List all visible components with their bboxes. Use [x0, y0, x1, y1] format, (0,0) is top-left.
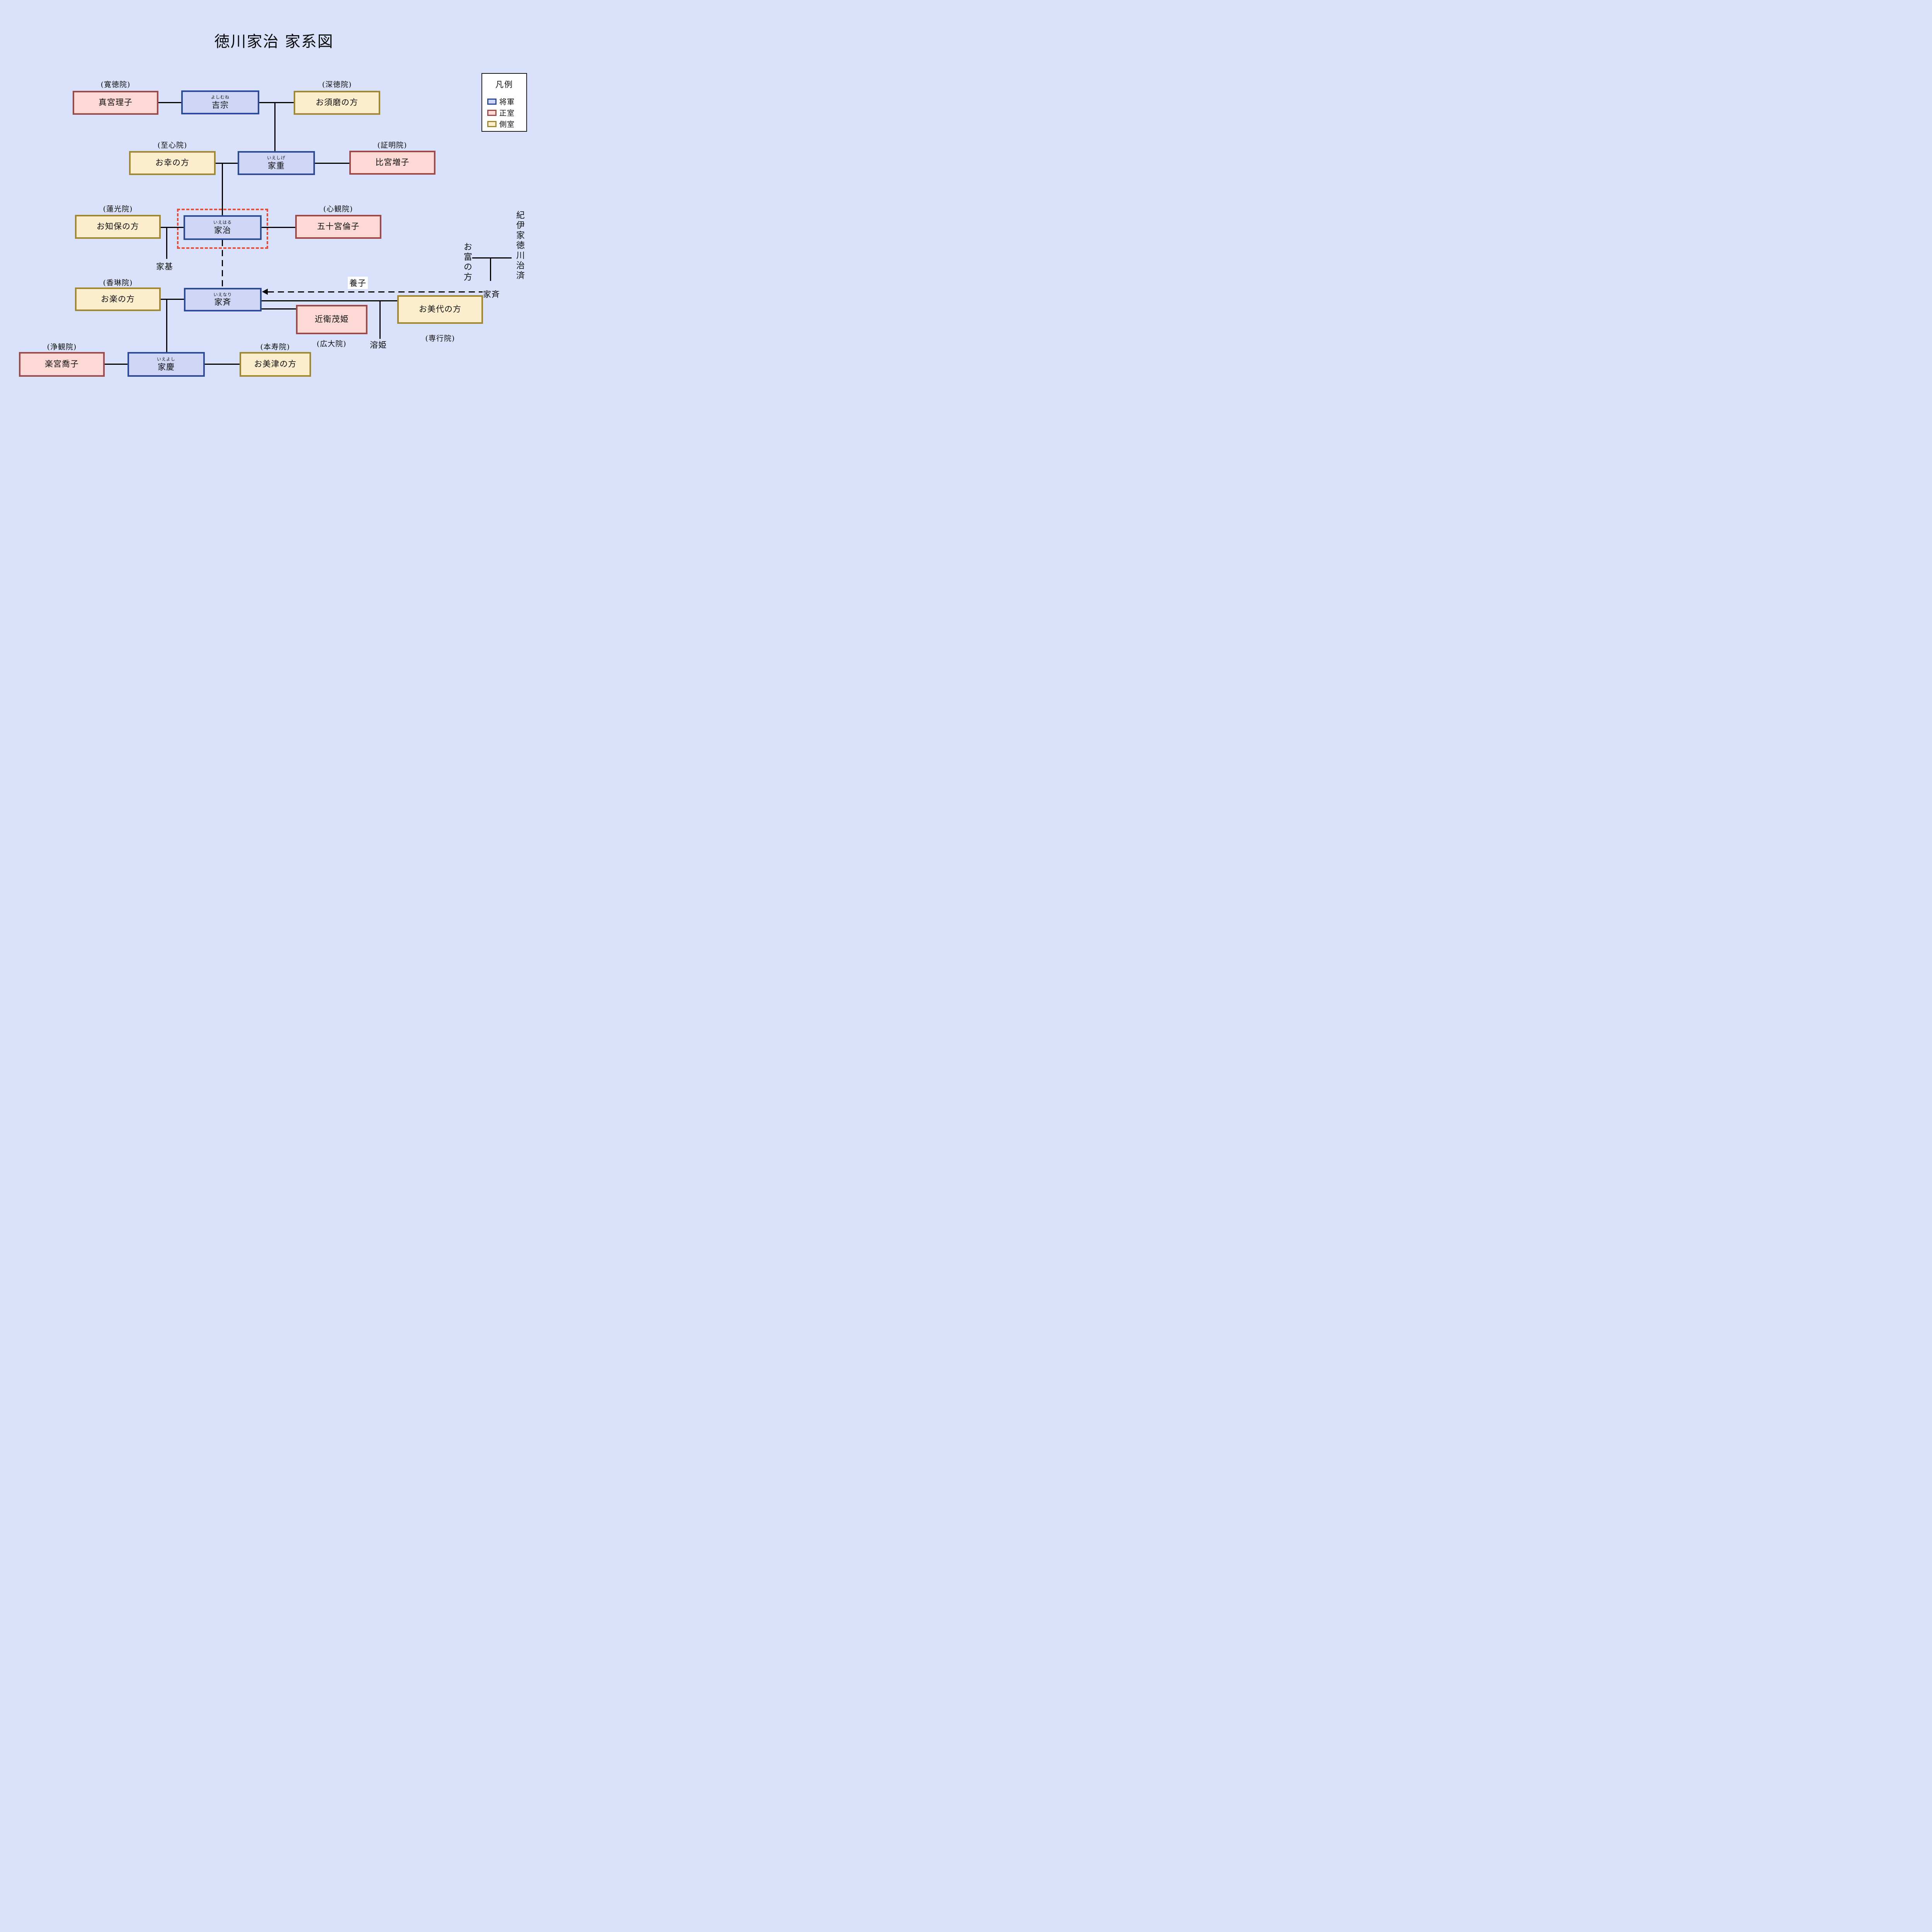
kaimyo-sakuranomiya: (浄観院): [47, 343, 77, 351]
label-iemoto: 家基: [156, 262, 173, 271]
kaimyo-hironomiya: (証明院): [377, 141, 407, 150]
person-name-sakuranomiya: 楽宮喬子: [45, 359, 79, 369]
line-down-to-iemoto: [166, 227, 167, 259]
person-box-okou: お幸の方: [129, 151, 216, 175]
person-name-ieyoshi: 家慶: [158, 362, 175, 372]
label-kii-harusada: 紀伊家徳川治済: [515, 211, 524, 281]
legend-item-shogun: 将軍: [487, 96, 515, 107]
line-mamiya-yoshimune: [158, 102, 181, 103]
furigana-ieharu: いえはる: [213, 220, 232, 225]
person-box-omitsu: お美津の方: [240, 352, 311, 377]
line-ochiho-ieharu: [161, 227, 184, 228]
person-name-mamiya: 真宮理子: [99, 98, 133, 107]
concubine-swatch: [487, 121, 497, 127]
label-otomi: お富の方: [462, 242, 472, 282]
kaimyo-oraku: (香琳院): [103, 279, 133, 287]
person-name-omiyo: お美代の方: [419, 304, 461, 314]
legend: 凡例 将軍 正室 側室: [481, 73, 527, 132]
person-box-konoe: 近衛茂姫: [296, 305, 367, 334]
line-yoshimune-osuma: [259, 102, 294, 103]
person-box-osuma: お須磨の方: [294, 91, 380, 115]
furigana-ienari: いえなり: [213, 292, 232, 297]
furigana-ieyoshi: いえよし: [157, 357, 175, 362]
person-name-hironomiya: 比宮増子: [375, 158, 410, 167]
line-down-to-youhime: [379, 300, 381, 339]
furigana-ieshige: いえしげ: [267, 155, 286, 161]
wife-swatch: [487, 109, 497, 116]
label-ienari-kii: 家斉: [483, 290, 500, 299]
person-box-isonomiya: 五十宮倫子: [295, 215, 381, 239]
legend-label-shogun: 将軍: [499, 98, 515, 106]
label-youhime: 溶姫: [370, 340, 387, 350]
person-name-konoe: 近衛茂姫: [315, 315, 349, 324]
person-box-ieharu: いえはる 家治: [184, 215, 262, 240]
family-tree-diagram: 徳川家治 家系図 (寛徳院) 真宮理子 よしむね 吉宗 (深徳院) お須磨の方 …: [0, 0, 545, 394]
person-box-hironomiya: 比宮増子: [349, 151, 435, 175]
kaimyo-konoe: (広大院): [316, 340, 347, 348]
dashed-line-ieharu-ienari: [222, 240, 223, 288]
person-box-ieshige: いえしげ 家重: [238, 151, 315, 175]
line-down-to-ieharu: [222, 163, 223, 215]
line-okou-ieshige: [216, 163, 238, 164]
line-otomi-harusada: [472, 257, 512, 259]
person-name-ieshige: 家重: [268, 161, 285, 170]
line-down-to-ieshige: [274, 102, 276, 151]
person-name-isonomiya: 五十宮倫子: [317, 222, 360, 231]
person-box-ochiho: お知保の方: [75, 215, 161, 239]
kaimyo-ochiho: (蓮光院): [103, 205, 133, 213]
line-ienari-konoe: [262, 308, 296, 310]
person-box-ienari: いえなり 家斉: [184, 288, 262, 311]
dashed-adoption-line: [268, 291, 483, 293]
line-ieshige-hironomiya: [315, 163, 349, 164]
kaimyo-okou: (至心院): [157, 141, 187, 150]
legend-title: 凡例: [495, 80, 513, 89]
person-name-yoshimune: 吉宗: [212, 100, 229, 110]
line-sakuranomiya-ieyoshi: [105, 364, 128, 365]
person-box-ieyoshi: いえよし 家慶: [128, 352, 205, 377]
person-name-okou: お幸の方: [155, 158, 189, 168]
legend-label-wife: 正室: [499, 109, 515, 117]
line-ieharu-isonomiya: [262, 227, 295, 228]
line-ienari-omiyo: [262, 300, 397, 301]
person-name-ochiho: お知保の方: [97, 222, 139, 231]
line-down-to-ieyoshi: [166, 299, 167, 352]
person-name-ieharu: 家治: [214, 225, 231, 235]
person-name-oraku: お楽の方: [101, 294, 135, 304]
shogun-swatch: [487, 98, 497, 105]
furigana-yoshimune: よしむね: [211, 95, 230, 100]
kaimyo-omitsu: (本寿院): [260, 343, 290, 351]
legend-item-concubine: 側室: [487, 119, 515, 129]
person-name-omitsu: お美津の方: [254, 359, 297, 369]
person-box-mamiya: 真宮理子: [73, 91, 158, 115]
line-down-to-ienari-kii: [490, 257, 491, 281]
person-box-omiyo: お美代の方: [397, 295, 483, 324]
line-oraku-ienari: [161, 299, 184, 300]
kaimyo-mamiya: (寛徳院): [100, 80, 131, 89]
page-title: 徳川家治 家系図: [214, 33, 334, 51]
kaimyo-isonomiya: (心観院): [323, 205, 353, 213]
legend-item-wife: 正室: [487, 107, 515, 118]
person-name-osuma: お須磨の方: [316, 98, 358, 107]
person-box-sakuranomiya: 楽宮喬子: [19, 352, 105, 377]
label-youshi: 養子: [348, 277, 368, 289]
person-name-ienari: 家斉: [214, 298, 231, 307]
legend-label-concubine: 側室: [499, 120, 515, 129]
line-ieyoshi-omitsu: [205, 364, 240, 365]
person-box-oraku: お楽の方: [75, 287, 161, 311]
person-box-yoshimune: よしむね 吉宗: [181, 90, 259, 114]
kaimyo-osuma: (深徳院): [322, 80, 352, 89]
kaimyo-omiyo: (専行院): [425, 334, 455, 343]
adoption-arrowhead: [262, 289, 268, 295]
